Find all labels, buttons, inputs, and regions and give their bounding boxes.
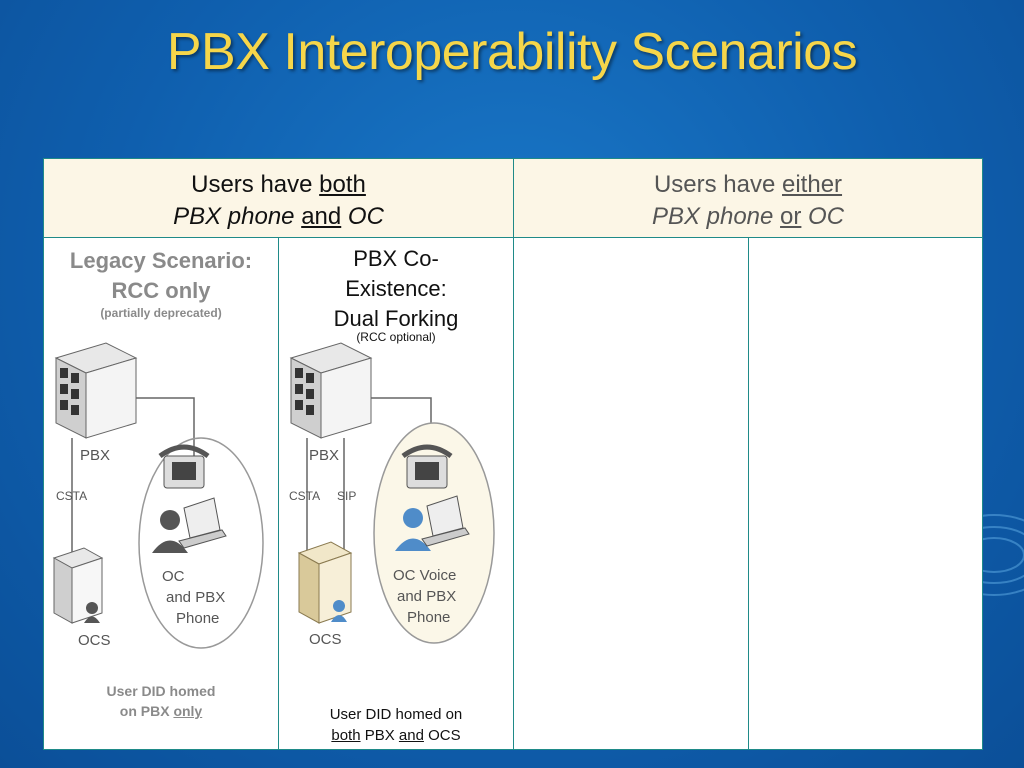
legacy-footer-prefix: on PBX [119,703,174,719]
header-both: Users have both PBX phone and OC [44,159,514,238]
forking-footer-ocs: OCS [423,727,461,744]
forking-footer-and: and [398,727,424,744]
forking-label-endpoint-3: Phone [407,609,450,626]
legacy-scenario-cell: Legacy Scenario: RCC only (partially dep… [44,238,279,749]
legacy-footer: User DID homed on PBX only [44,681,278,721]
slide-title: PBX Interoperability Scenarios [166,23,858,81]
forking-title-line2: Existence: [345,276,447,301]
pbx-server-icon [54,342,138,439]
forking-label-pbx: PBX [309,447,339,464]
endpoint-group-ellipse [138,437,264,649]
forking-title-line3: Dual Forking [333,306,459,331]
legacy-label-pbx: PBX [80,447,110,464]
user-laptop-icon [395,495,470,551]
header-both-phone: PBX phone [173,203,302,230]
header-either-phone: PBX phone [651,203,781,230]
scenario-table: Users have both PBX phone and OC Users h… [43,158,983,750]
forking-note: (RCC optional) [356,330,436,344]
header-either-prefix: Users have [653,171,782,198]
header-both-emph: both [319,171,366,198]
forking-label-csta: CSTA [289,489,320,503]
desk-phone-icon [158,444,210,489]
legacy-footer-emph: only [173,703,203,719]
legacy-label-endpoint-3: Phone [176,610,219,627]
header-either-or: or [780,203,802,230]
forking-diagram: PBX CSTA SIP OCS OC Voice and PBX Phone [289,342,495,648]
user-laptop-icon [152,497,227,553]
forking-footer: User DID homed on both PBX and OCS [279,704,513,746]
ocs-server-icon [52,547,104,624]
either-cell-2 [749,238,982,749]
legacy-title-line2: RCC only [111,278,211,303]
header-either-emph: either [782,171,843,198]
header-both-prefix: Users have [191,171,320,198]
either-cell-1 [514,238,749,749]
header-both-and: and [301,203,342,230]
header-both-oc: OC [341,203,384,230]
header-either: Users have either PBX phone or OC [514,159,982,238]
legacy-label-endpoint-1: OC [162,568,185,585]
desk-phone-icon [401,444,453,489]
legacy-label-ocs: OCS [78,632,111,649]
forking-label-sip: SIP [337,489,356,503]
pbx-server-icon [289,342,373,439]
legacy-footer-line1: User DID homed [106,683,216,699]
legacy-note: (partially deprecated) [100,306,222,320]
forking-label-endpoint-2: and PBX [397,588,456,605]
forking-footer-pbx: PBX [360,727,399,744]
ocs-server-icon [297,541,353,624]
forking-label-ocs: OCS [309,631,342,648]
forking-label-endpoint-1: OC Voice [393,567,456,584]
forking-title-line1: PBX Co- [353,246,439,271]
forking-footer-line1: User DID homed on [329,706,463,723]
legacy-title-line1: Legacy Scenario: [69,248,253,273]
legacy-label-csta: CSTA [56,489,87,503]
forking-footer-both: both [331,727,361,744]
legacy-diagram: PBX CSTA OCS OC and PBX Phone [52,342,264,649]
header-either-oc: OC [801,203,845,230]
dual-forking-cell: PBX Co- Existence: Dual Forking (RCC opt… [279,238,514,749]
legacy-label-endpoint-2: and PBX [166,589,225,606]
